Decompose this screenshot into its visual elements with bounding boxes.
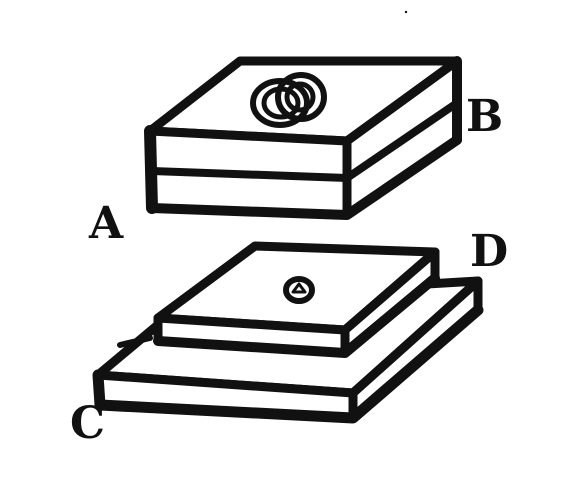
coil-rings-icon (250, 72, 327, 128)
lower-upper-slab (153, 241, 440, 358)
upper-box-seam (148, 99, 461, 182)
upper-box-left-edge (144, 125, 158, 214)
base-slab-left-edge (92, 369, 106, 411)
label-d: D (470, 226, 508, 277)
label-c: C (70, 398, 105, 449)
small-ring-icon (283, 276, 315, 304)
base-slab-bottom-edge (94, 304, 484, 424)
ink-speck (404, 10, 408, 14)
base-left-notch (117, 335, 153, 348)
upper-box-bottom-edge (147, 135, 462, 220)
label-a: A (88, 198, 124, 249)
upper-box (144, 56, 462, 220)
label-b: B (466, 91, 503, 142)
small-slab-bottom-edge (153, 273, 440, 358)
